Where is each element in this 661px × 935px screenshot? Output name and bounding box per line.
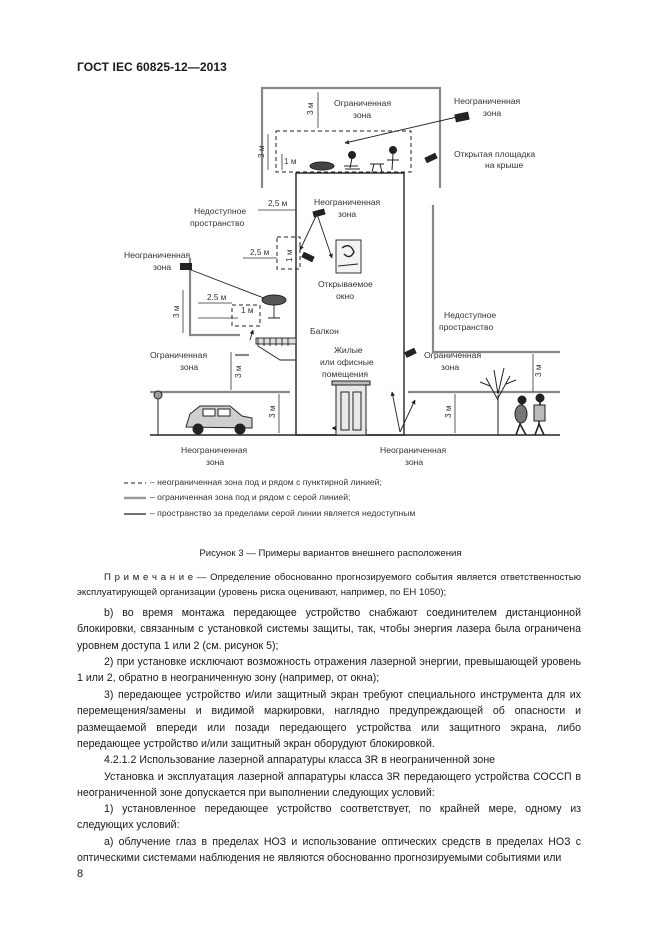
paragraph-b: b) во время монтажа передающее устройств… (77, 607, 581, 652)
label-window-1: Открываемое (318, 279, 373, 289)
figure-outdoor-locations: Ограниченная зона Неограниченная зона От… (124, 86, 560, 515)
note-text: — Определение обоснованно прогнозируемог… (77, 572, 581, 598)
balcony-illustration (255, 294, 297, 361)
laser-transmitters (180, 111, 470, 358)
paragraph-2: 2) при установке исключают возможность о… (77, 656, 581, 685)
figure-labels: Ограниченная зона Неограниченная зона От… (124, 96, 543, 467)
label-unrestricted-left-1: Неограниченная (124, 250, 191, 260)
dim-2-5m-window: 2,5 м (250, 248, 270, 257)
figure-caption: Рисунок 3 — Примеры вариантов внешнего р… (199, 548, 462, 559)
roof-people-illustration (309, 146, 399, 173)
label-living-3: помещения (322, 369, 368, 379)
label-restricted-top-1: Ограниченная (334, 98, 391, 108)
label-unrestricted-bottommid-2: зона (405, 457, 423, 467)
paragraph-3: 3) передающее устройство и/или защитный … (77, 689, 581, 751)
legend-samples (124, 482, 146, 515)
legend-item-unrestricted: – неограниченная зона под и рядом с пунк… (150, 477, 382, 487)
dim-1m-roof: 1 м (284, 157, 297, 166)
document-header: ГОСТ IEC 60825-12—2013 (77, 60, 227, 74)
label-window-2: окно (336, 291, 354, 301)
label-unrestricted-bottomleft-1: Неограниченная (181, 445, 248, 455)
label-restricted-left-1: Ограниченная (150, 350, 207, 360)
open-window-illustration (335, 239, 362, 274)
dim-1m-window: 1 м (285, 249, 294, 262)
page-number: 8 (77, 868, 84, 880)
label-unreachable-left-1: Недоступное (194, 206, 246, 216)
label-roof-platform-2: на крыше (485, 160, 524, 170)
label-balcony: Балкон (310, 326, 339, 336)
label-unrestricted-bottomleft-2: зона (206, 457, 224, 467)
label-roof-platform-1: Открытая площадка (454, 149, 535, 159)
dimension-lines (182, 92, 534, 433)
label-restricted-right-2: зона (441, 362, 459, 372)
label-living-1: Жилые (334, 345, 363, 355)
label-restricted-left-2: зона (180, 362, 198, 372)
dim-3m-roof: 3 м (257, 145, 266, 158)
label-unrestricted-topright-2: зона (483, 108, 501, 118)
label-unreachable-right-1: Недоступное (444, 310, 496, 320)
car-and-lamp-illustration (153, 390, 253, 435)
label-unreachable-right-2: пространство (439, 322, 493, 332)
dim-2-5m-upper: 2,5 м (268, 199, 288, 208)
label-unrestricted-mid-2: зона (338, 209, 356, 219)
paragraph-1: 1) установленное передающее устройство с… (77, 803, 581, 832)
laser-beams (185, 116, 458, 433)
legend-item-unreachable: – пространство за пределами серой линии … (150, 508, 416, 518)
label-living-2: или офисные (320, 357, 374, 367)
label-unrestricted-topright-1: Неограниченная (454, 96, 521, 106)
paragraph-conditions: Установка и эксплуатация лазерной аппара… (77, 771, 581, 800)
tree-and-pedestrians-illustration (479, 367, 546, 436)
dim-3m-right-street: 3 м (444, 405, 453, 418)
note-paragraph: П р и м е ч а н и е — Определение обосно… (77, 570, 581, 600)
legend-item-restricted: – ограниченная зона под и рядом с серой … (150, 492, 351, 502)
door-illustration (331, 380, 371, 436)
label-unrestricted-mid-1: Неограниченная (314, 197, 381, 207)
label-restricted-top-2: зона (353, 110, 371, 120)
dim-3m-left-ground: 3 м (234, 365, 243, 378)
paragraph-a: a) облучение глаз в пределах НОЗ и испол… (77, 836, 581, 865)
label-unrestricted-bottommid-1: Неограниченная (380, 445, 447, 455)
dim-3m-right-ground: 3 м (534, 364, 543, 377)
dim-3m-balcony: 3 м (172, 305, 181, 318)
note-label: П р и м е ч а н и е (104, 572, 194, 583)
section-heading-4-2-1-2: 4.2.1.2 Использование лазерной аппаратур… (104, 754, 496, 766)
dim-2-5m-balcony: 2.5 м (207, 293, 227, 302)
dim-3m-top: 3 м (306, 102, 315, 115)
unrestricted-zone-boxes (231, 130, 412, 327)
label-unreachable-left-2: пространство (190, 218, 244, 228)
label-restricted-right-1: Ограниченная (424, 350, 481, 360)
label-unrestricted-left-2: зона (153, 262, 171, 272)
dim-3m-left-street: 3 м (268, 405, 277, 418)
dim-1m-balcony: 1 м (241, 306, 254, 315)
restricted-zone-lines (150, 86, 560, 394)
